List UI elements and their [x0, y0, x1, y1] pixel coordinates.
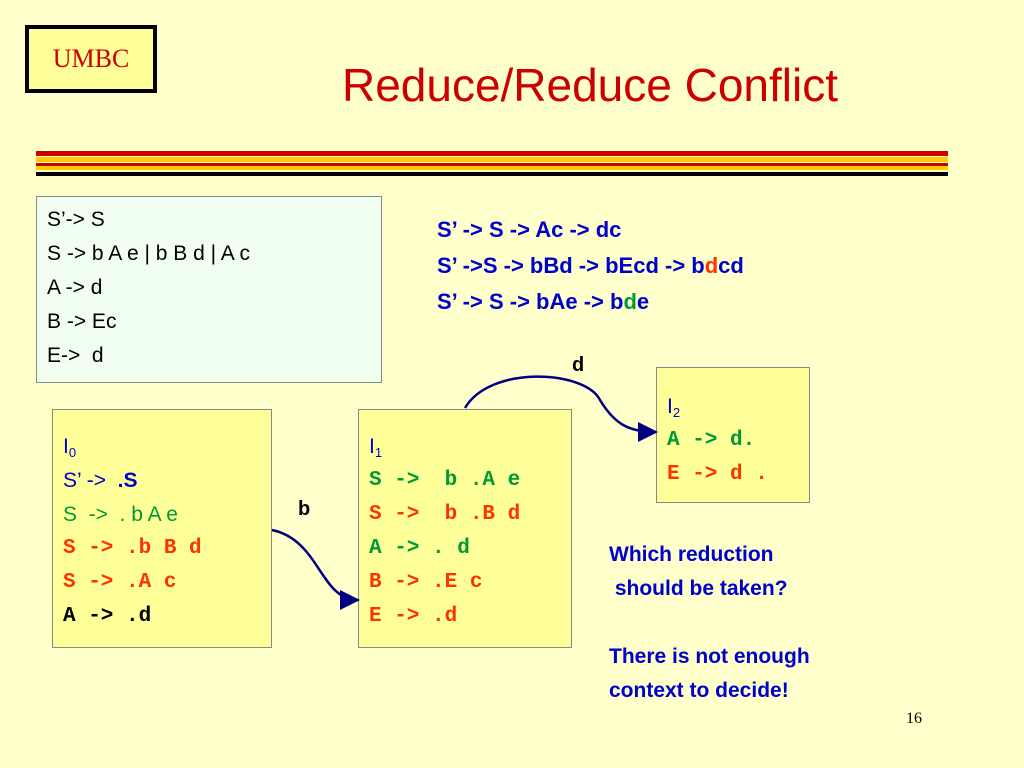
derivation-3: S’ -> S -> bAe -> bde — [437, 289, 650, 314]
state-i2-item: A -> d. — [667, 429, 756, 452]
state-i0-item: S -> .A c — [63, 571, 177, 594]
derivation-2: S’ ->S -> bBd -> bEcd -> bdcd — [437, 253, 744, 278]
state-i1-item: A -> . d — [369, 537, 470, 560]
state-i2-label: I2 — [667, 395, 681, 420]
grammar-box: S’-> S S -> b A e | b B d | A c A -> d B… — [36, 196, 382, 383]
state-i1-item: S -> b .B d — [369, 503, 521, 526]
state-i0-label: I0 — [63, 435, 77, 460]
grammar-rule: S’-> S — [47, 208, 105, 231]
transition-label-b: b — [298, 498, 311, 520]
derivation-1: S’ -> S -> Ac -> dc — [437, 217, 622, 242]
grammar-rule: A -> d — [47, 276, 103, 299]
state-i0-item: S’ -> .S — [63, 469, 138, 492]
state-i1-item: B -> .E c — [369, 571, 483, 594]
grammar-rule: S -> b A e | b B d | A c — [47, 242, 250, 265]
state-i2-box: I2 A -> d. E -> d . — [656, 367, 810, 503]
state-i2-item: E -> d . — [667, 463, 768, 486]
page-number: 16 — [906, 710, 922, 727]
title-band-yellow-2 — [36, 166, 948, 170]
state-i1-label: I1 — [369, 435, 383, 460]
grammar-rule: B -> Ec — [47, 310, 117, 333]
title-band-black — [36, 172, 948, 176]
slide-title: Reduce/Reduce Conflict — [341, 59, 839, 111]
state-i0-box: I0 S’ -> .S S -> . b A e S -> .b B d S -… — [52, 409, 272, 648]
title-band-yellow — [36, 157, 948, 162]
state-i0-item: S -> . b A e — [63, 503, 178, 526]
derivations: S’ -> S -> Ac -> dc S’ ->S -> bBd -> bEc… — [437, 212, 744, 320]
state-i0-item: A -> .d — [63, 605, 152, 628]
state-i1-box: I1 S -> b .A e S -> b .B d A -> . d B ->… — [358, 409, 572, 648]
umbc-logo: UMBC — [25, 25, 157, 93]
title-band-red-top — [36, 151, 948, 156]
grammar-rule: E-> d — [47, 344, 104, 367]
question-text: Which reduction should be taken? There i… — [609, 543, 810, 702]
state-i1-item: E -> .d — [369, 605, 458, 628]
title-band-red-mid — [36, 163, 948, 166]
transition-label-d: d — [572, 354, 585, 376]
state-i1-item: S -> b .A e — [369, 469, 521, 492]
state-i0-item: S -> .b B d — [63, 537, 202, 560]
arrow-b-i0-to-i1 — [271, 528, 360, 610]
